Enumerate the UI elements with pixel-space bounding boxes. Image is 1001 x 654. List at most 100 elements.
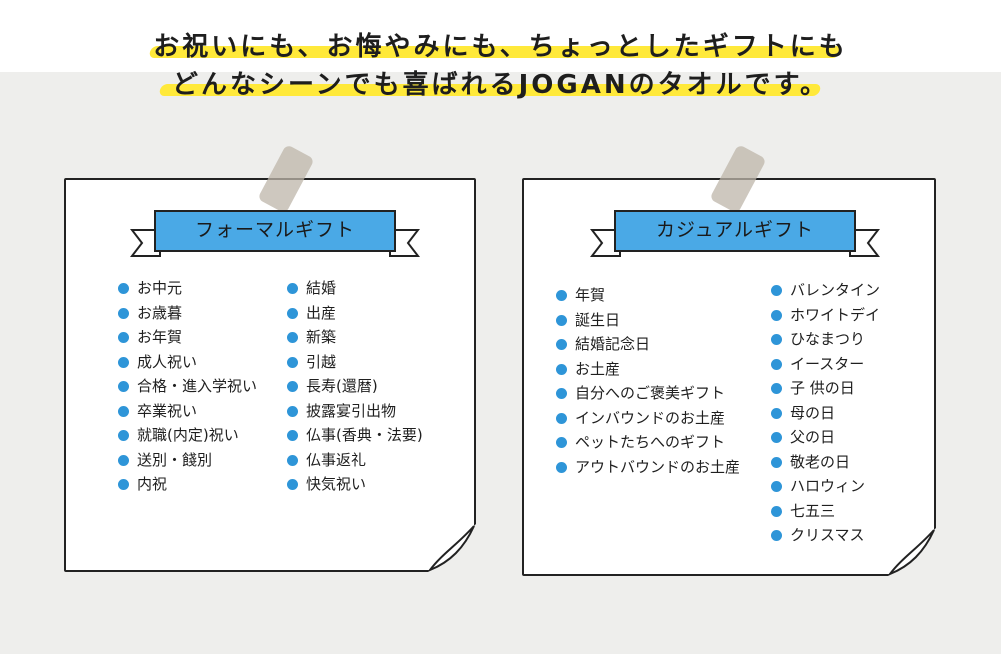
list-item-label: インバウンドのお土産	[575, 408, 726, 427]
bullet-dot-icon	[118, 454, 129, 466]
bullet-dot-icon	[118, 307, 129, 319]
list-item: 敬老の日	[771, 450, 880, 475]
list-item-label: 合格・進入学祝い	[137, 377, 258, 395]
list-item-label: 母の日	[790, 403, 836, 422]
list-item: バレンタイン	[771, 278, 880, 303]
casual-list-col2: バレンタインホワイトデイひなまつりイースター子 供の日母の日父の日敬老の日ハロウ…	[771, 278, 880, 548]
bullet-dot-icon	[287, 381, 298, 392]
list-item: 就職(内定)祝い	[118, 423, 257, 448]
list-item: ホワイトデイ	[771, 303, 880, 328]
list-item: クリスマス	[771, 523, 880, 548]
list-item: ひなまつり	[771, 327, 880, 352]
list-item: 引越	[287, 350, 423, 375]
casual-list-col1: 年賀誕生日結婚記念日お土産自分へのご褒美ギフトインバウンドのお土産ペットたちへの…	[556, 283, 740, 479]
list-item: 七五三	[771, 499, 880, 524]
list-item: 自分へのご褒美ギフト	[556, 381, 740, 406]
list-item-label: 年賀	[575, 286, 606, 304]
list-item: 内祝	[118, 472, 257, 497]
list-item-label: ハロウィン	[790, 477, 866, 495]
bullet-dot-icon	[556, 363, 567, 375]
bullet-dot-icon	[118, 405, 129, 417]
bullet-dot-icon	[287, 454, 298, 466]
list-item-label: 内祝	[137, 475, 168, 493]
list-item-label: 成人祝い	[137, 352, 198, 371]
page-curl-icon	[888, 528, 936, 576]
casual-title: カジュアルギフト	[655, 219, 815, 241]
list-item: 長寿(還暦)	[287, 374, 423, 399]
bullet-dot-icon	[287, 283, 298, 294]
list-item-label: 父の日	[790, 428, 836, 446]
list-item: 卒業祝い	[118, 399, 257, 424]
page-curl-icon	[428, 524, 476, 572]
list-item-label: 就職(内定)祝い	[137, 426, 239, 444]
list-item-label: アウトバウンドのお土産	[575, 457, 741, 476]
bullet-dot-icon	[771, 358, 782, 370]
bullet-dot-icon	[118, 430, 129, 441]
list-item-label: 披露宴引出物	[306, 401, 397, 420]
list-item: 結婚	[287, 276, 423, 301]
list-item-label: 仏事返礼	[306, 450, 367, 469]
list-item: お歳暮	[118, 301, 257, 326]
list-item-label: お年賀	[137, 328, 183, 346]
list-item: お年賀	[118, 325, 257, 350]
list-item: お中元	[118, 276, 257, 301]
list-item: 仏事返礼	[287, 448, 423, 473]
bullet-dot-icon	[771, 530, 782, 541]
list-item: 結婚記念日	[556, 332, 740, 357]
list-item-label: ペットたちへのギフト	[575, 433, 726, 451]
list-item: 子 供の日	[771, 376, 880, 401]
list-item: 合格・進入学祝い	[118, 374, 257, 399]
bullet-dot-icon	[118, 381, 129, 392]
bullet-dot-icon	[118, 479, 129, 490]
list-item: ハロウィン	[771, 474, 880, 499]
bullet-dot-icon	[556, 437, 567, 448]
bullet-dot-icon	[771, 481, 782, 492]
formal-list-col2: 結婚出産新築引越長寿(還暦) 披露宴引出物仏事(香典・法要) 仏事返礼快気祝い	[287, 276, 423, 497]
list-item-label: 新築	[306, 328, 337, 346]
bullet-dot-icon	[556, 314, 567, 326]
list-item: ペットたちへのギフト	[556, 430, 740, 455]
list-item: 年賀	[556, 283, 740, 308]
list-item-label: 敬老の日	[790, 452, 851, 471]
list-item-label: クリスマス	[790, 526, 865, 544]
list-item-label: 送別・餞別	[137, 450, 213, 469]
list-item: 快気祝い	[287, 472, 423, 497]
bullet-dot-icon	[771, 285, 782, 296]
bullet-dot-icon	[556, 339, 567, 350]
list-item-label: イースター	[790, 354, 865, 373]
list-item: インバウンドのお土産	[556, 406, 740, 431]
bullet-dot-icon	[771, 456, 782, 468]
headline: お祝いにも、お悔やみにも、ちょっとしたギフトにも どんなシーンでも喜ばれるJOG…	[0, 0, 1001, 120]
bullet-dot-icon	[771, 432, 782, 443]
list-item-label: 七五三	[790, 501, 836, 520]
list-item-label: 出産	[306, 303, 337, 322]
bullet-dot-icon	[287, 405, 298, 417]
list-item: 誕生日	[556, 308, 740, 333]
bullet-dot-icon	[287, 332, 298, 343]
bullet-dot-icon	[556, 290, 567, 301]
list-item: イースター	[771, 352, 880, 377]
formal-ribbon: フォーマルギフト	[130, 210, 420, 258]
ribbon-body	[154, 210, 396, 252]
list-item-label: お中元	[137, 279, 183, 297]
headline-line-2: どんなシーンでも喜ばれるJOGANのタオルです。	[171, 70, 830, 100]
bullet-dot-icon	[556, 412, 567, 424]
bullet-dot-icon	[556, 388, 567, 399]
list-item-label: 引越	[306, 352, 337, 371]
list-item-label: 仏事(香典・法要)	[306, 426, 423, 444]
list-item-label: 結婚	[306, 279, 337, 297]
formal-list-col1: お中元お歳暮お年賀成人祝い合格・進入学祝い卒業祝い就職(内定)祝い送別・餞別内祝	[118, 276, 257, 497]
bullet-dot-icon	[118, 356, 129, 368]
formal-title: フォーマルギフト	[194, 219, 355, 241]
list-item: 成人祝い	[118, 350, 257, 375]
list-item-label: お土産	[575, 359, 621, 378]
list-item: 送別・餞別	[118, 448, 257, 473]
list-item-label: 快気祝い	[306, 475, 367, 493]
list-item-label: 子 供の日	[790, 379, 855, 397]
list-item: 新築	[287, 325, 423, 350]
list-item-label: 長寿(還暦)	[306, 377, 378, 395]
bullet-dot-icon	[118, 283, 129, 294]
list-item-label: ホワイトデイ	[790, 305, 881, 324]
list-item: アウトバウンドのお土産	[556, 455, 740, 480]
bullet-dot-icon	[771, 407, 782, 419]
